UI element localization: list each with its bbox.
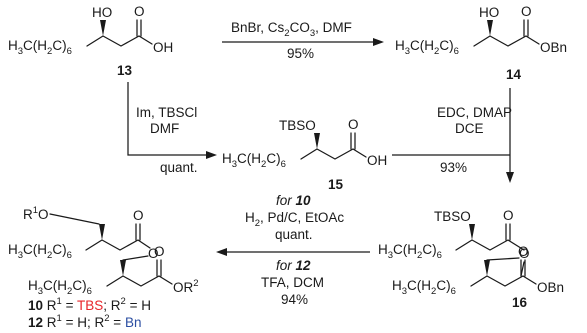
wedge-15	[314, 133, 320, 149]
hydroxyl-14: HO	[479, 5, 499, 20]
wedge-16-lower	[484, 260, 490, 276]
legend-row-10: 10 R1 = TBS; R2 = H	[28, 296, 151, 313]
for-target-10: for 10	[276, 193, 311, 208]
compound-13: H3C(H2C)6 HO O OH 13	[8, 4, 173, 78]
svg-text:H3C(H2C)6: H3C(H2C)6	[8, 242, 72, 261]
reaction-arrow-4: for 10 H2, Pd/C, EtOAc quant. for 12 TFA…	[216, 193, 370, 307]
oxygen-14: O	[521, 4, 532, 19]
wedge-14	[487, 20, 493, 36]
ester-oxygen-10: O	[148, 246, 159, 261]
reagents-2-line2: DMF	[150, 121, 179, 136]
compound-16: H3C(H2C)6 TBSO O O H3C(H2C)6 O OBn 16	[378, 208, 564, 310]
yield-a: quant.	[275, 227, 313, 242]
hydroxyl-13: HO	[92, 5, 112, 20]
chain-label-13: H3C(H2C)6	[8, 38, 72, 57]
reagents-3-line2: DCE	[455, 121, 484, 136]
compound-14: H3C(H2C)6 HO O OBn 14	[395, 4, 567, 82]
ester-obn-16: OBn	[537, 280, 564, 295]
yield-2: quant.	[160, 160, 198, 175]
bond-10-or2	[158, 275, 173, 285]
bonds-10-upper	[85, 239, 151, 251]
yield-b: 94%	[281, 292, 308, 307]
tbso-16: TBSO	[434, 209, 471, 224]
tbso-15: TBSO	[279, 118, 316, 133]
reagents-1: BnBr, Cs2CO3, DMF	[231, 20, 352, 39]
reagents-3-line1: EDC, DMAP	[437, 105, 512, 120]
bonds-16-upper	[455, 239, 525, 251]
oxygen-16a: O	[503, 208, 514, 223]
svg-text:12 R1 = H; R2 = Bn: 12 R1 = H; R2 = Bn	[28, 313, 141, 330]
bonds-16-lower	[470, 275, 524, 287]
bonds-10-lower	[106, 275, 160, 287]
svg-text:H3C(H2C)6: H3C(H2C)6	[378, 242, 442, 261]
bond-10-r1o	[49, 213, 100, 225]
oxygen-15: O	[348, 117, 359, 132]
reaction-arrow-3: EDC, DMAP DCE 93%	[392, 88, 514, 183]
svg-text:H3C(H2C)6: H3C(H2C)6	[28, 278, 92, 297]
bond-16-ester-o	[486, 257, 520, 261]
wedge-10-lower	[120, 260, 126, 276]
bonds-14	[473, 35, 527, 47]
bond-10-ester-o	[122, 255, 149, 261]
yield-3: 93%	[440, 160, 467, 175]
oxygen-13: O	[134, 4, 145, 19]
acid-oh-13: OH	[153, 40, 173, 55]
conditions-b: TFA, DCM	[261, 275, 324, 290]
legend-12-r2-value: Bn	[125, 315, 142, 330]
reagents-2-line1: Im, TBSCl	[136, 105, 197, 120]
reaction-arrow-2: Im, TBSCl DMF quant.	[127, 82, 217, 175]
bond-14-obn	[525, 35, 540, 45]
bonds-15	[300, 148, 354, 160]
svg-text:H3C(H2C)6: H3C(H2C)6	[395, 38, 459, 57]
svg-text:H3C(H2C)6: H3C(H2C)6	[222, 151, 286, 170]
yield-1: 95%	[287, 46, 314, 61]
ester-obn-14: OBn	[540, 40, 567, 55]
compound-label-14: 14	[506, 67, 522, 82]
compound-15: H3C(H2C)6 TBSO O OH 15	[222, 117, 387, 192]
wedge-10-upper	[99, 224, 105, 240]
bond-13-oh	[138, 35, 153, 45]
bonds-13	[86, 35, 140, 47]
wedge-13	[100, 20, 106, 36]
wedge-16-upper	[469, 224, 475, 240]
acid-oh-15: OH	[367, 153, 387, 168]
for-target-12: for 12	[276, 258, 311, 273]
oxygen-10a: O	[133, 208, 144, 223]
oxygen-10b: O	[154, 244, 165, 259]
compound-10-12: R1O H3C(H2C)6 O O H3C(H2C)6 O OR2	[8, 205, 199, 297]
compound-label-16: 16	[512, 295, 528, 310]
legend-10-r1-value: TBS	[77, 298, 103, 313]
conditions-a: H2, Pd/C, EtOAc	[245, 210, 344, 229]
svg-text:10 R1 = TBS; R2 = H: 10 R1 = TBS; R2 = H	[28, 296, 151, 313]
compound-label-15: 15	[328, 177, 344, 192]
reaction-arrow-1: BnBr, Cs2CO3, DMF 95%	[222, 20, 384, 61]
legend-row-12: 12 R1 = H; R2 = Bn	[28, 313, 141, 330]
or2-10: OR2	[173, 278, 199, 295]
compound-label-13: 13	[117, 63, 133, 78]
bond-16-obn	[522, 275, 537, 285]
oxygen-16b: O	[518, 244, 529, 259]
ester-oxygen-16: O	[519, 246, 530, 261]
svg-text:H3C(H2C)6: H3C(H2C)6	[392, 278, 456, 297]
r1-oxygen: R1O	[23, 205, 49, 222]
bond-15-oh	[352, 148, 367, 158]
svg-text:H3C(H2C)6: H3C(H2C)6	[8, 38, 72, 57]
